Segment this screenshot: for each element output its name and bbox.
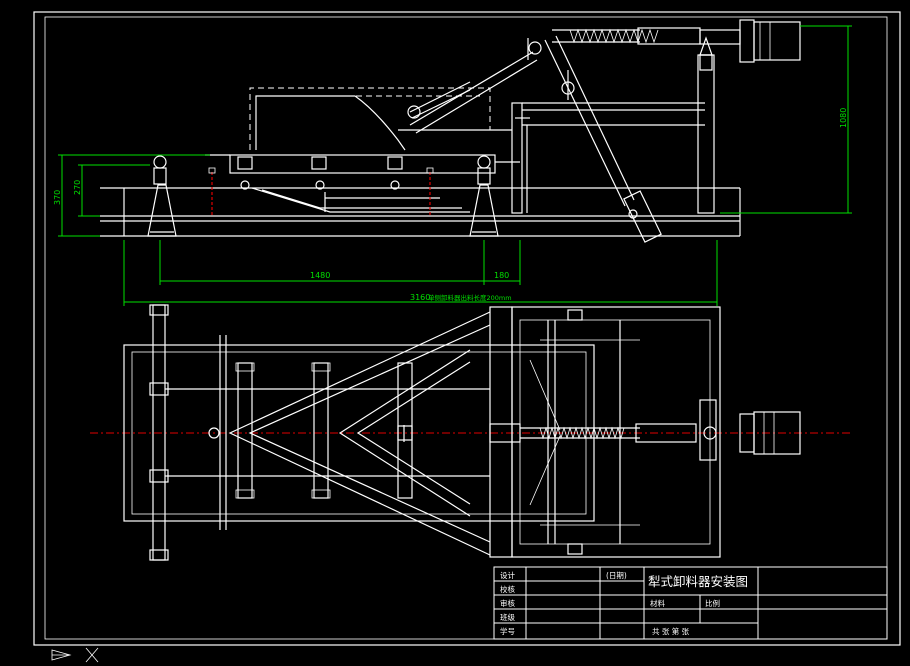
plan-view (90, 304, 850, 561)
lifting-linkage (407, 38, 542, 134)
title-review-label: 审核 (500, 598, 515, 608)
title-student-label: 学号 (500, 626, 515, 636)
title-scale-label: 比例 (705, 598, 720, 608)
middle-support-stand (469, 155, 499, 237)
title-sheets-label: 共 张 第 张 (652, 626, 690, 636)
elevation-view: 370 270 1080 1480 180 3160 单侧卸料器出料长度200m… (53, 19, 852, 306)
inner-frame (44, 16, 888, 640)
plan-drive-motor (489, 411, 801, 455)
dim-180-label: 180 (494, 271, 509, 280)
v-plough (208, 311, 491, 556)
dim-horizontal (123, 240, 718, 306)
title-class-label: 班级 (500, 612, 515, 622)
dim-note-label: 单侧卸料器出料长度200mm (428, 293, 512, 302)
dim-height-right (720, 25, 852, 214)
title-material-label: 材料 (650, 598, 665, 608)
drawing-title: 犁式卸料器安装图 (648, 574, 748, 589)
drive-screw-motor (552, 19, 801, 71)
crosshair-cursor-icon[interactable] (85, 647, 99, 663)
dim-370-label: 370 (53, 190, 62, 205)
carriage-frame (205, 154, 520, 213)
dim-270-label: 270 (73, 180, 82, 195)
outer-frame (33, 11, 901, 646)
hopper-outline (249, 87, 512, 151)
dim-3160-label: 3160 (410, 293, 430, 302)
push-rod-actuator (544, 35, 662, 243)
support-column (511, 54, 715, 214)
first-angle-projection-icon (51, 649, 72, 661)
title-design-label: 设计 (500, 570, 515, 580)
left-support-stand (147, 155, 177, 237)
title-block (493, 566, 888, 640)
dim-height-left (58, 154, 210, 237)
title-date-label: (日期) (606, 571, 627, 580)
title-check-label: 校核 (500, 584, 515, 594)
dim-1480-label: 1480 (310, 271, 330, 280)
dim-1080-label: 1080 (839, 108, 848, 128)
